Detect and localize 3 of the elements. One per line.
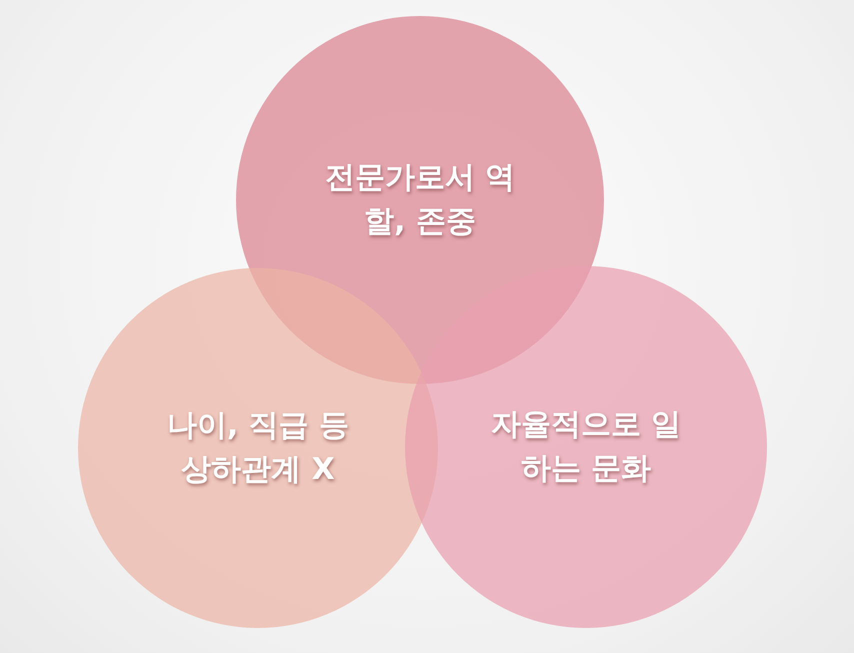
- circle-label: 자율적으로 일하는 문화: [490, 406, 682, 488]
- circle-label: 전문가로서 역할, 존중: [324, 159, 516, 241]
- circle-label: 나이, 직급 등 상하관계 X: [166, 407, 350, 489]
